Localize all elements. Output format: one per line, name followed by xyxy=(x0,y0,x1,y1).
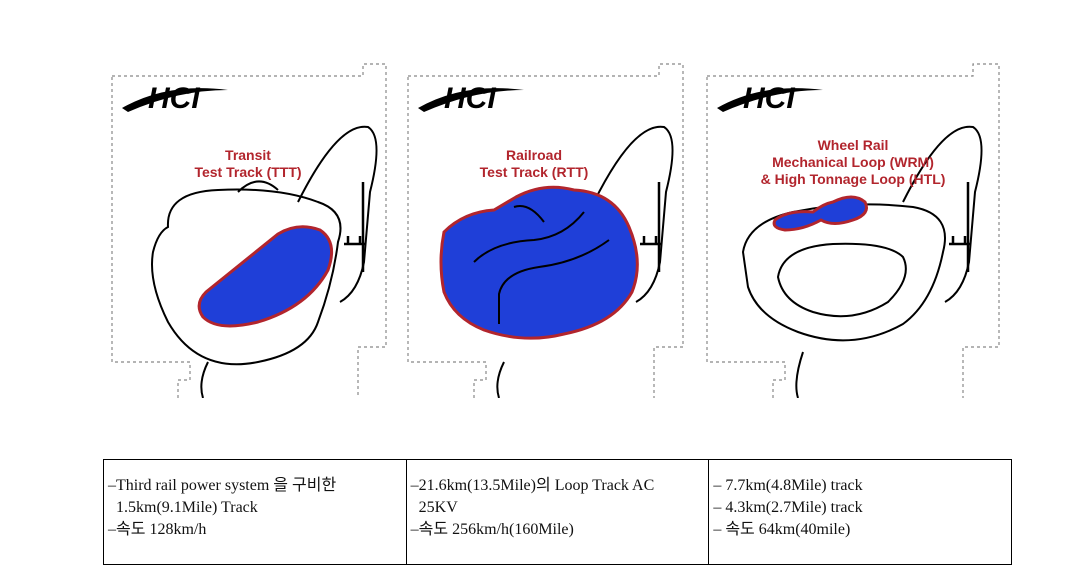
hci-logo-icon: HCI xyxy=(418,82,524,115)
track-diagram-wrm-htl: HCI Wheel Rail Mechanical Loop (WRM) & H… xyxy=(706,63,1000,398)
track-panel-rtt: HCI Railroad Test Track (RTT) xyxy=(404,62,687,398)
svg-text:Test Track (TTT): Test Track (TTT) xyxy=(194,164,301,180)
table-row: –Third rail power system 을 구비한 1.5km(9.1… xyxy=(103,459,1012,565)
svg-text:& High Tonnage Loop (HTL): & High Tonnage Loop (HTL) xyxy=(761,171,946,187)
track-info-table: –Third rail power system 을 구비한 1.5km(9.1… xyxy=(103,459,1012,565)
svg-text:HCI: HCI xyxy=(743,82,795,115)
hci-logo-icon: HCI xyxy=(122,82,228,115)
hci-logo-icon: HCI xyxy=(717,82,823,115)
svg-text:Railroad: Railroad xyxy=(506,147,562,163)
table-cell-wrm-htl: – 7.7km(4.8Mile) track – 4.3km(2.7Mile) … xyxy=(708,459,1012,565)
svg-text:Mechanical Loop (WRM): Mechanical Loop (WRM) xyxy=(772,154,934,170)
wrm-htl-label: Wheel Rail Mechanical Loop (WRM) & High … xyxy=(761,137,946,187)
svg-text:Test Track (RTT): Test Track (RTT) xyxy=(480,164,589,180)
cell-line: –21.6km(13.5Mile)의 Loop Track AC xyxy=(410,477,655,494)
cell-line: –속도 128km/h xyxy=(108,521,207,538)
ttt-track-area xyxy=(197,225,334,328)
rtt-track-area xyxy=(439,185,639,340)
cell-line: –Third rail power system 을 구비한 xyxy=(108,477,337,494)
table-cell-rtt: –21.6km(13.5Mile)의 Loop Track AC 25KV –속… xyxy=(405,459,710,565)
track-panel-ttt: HCI Transit Test Track (TTT) xyxy=(108,62,390,398)
svg-text:Transit: Transit xyxy=(225,147,271,163)
rtt-label: Railroad Test Track (RTT) xyxy=(480,147,589,180)
cell-line: 25KV xyxy=(418,499,458,516)
cell-line: 1.5km(9.1Mile) Track xyxy=(116,499,258,516)
cell-line: – 속도 64km(40mile) xyxy=(713,521,851,538)
track-diagram-rtt: HCI Railroad Test Track (RTT) xyxy=(407,63,684,398)
svg-text:HCI: HCI xyxy=(148,82,200,115)
track-diagram-ttt: HCI Transit Test Track (TTT) xyxy=(111,63,387,398)
track-panel-wrm-htl: HCI Wheel Rail Mechanical Loop (WRM) & H… xyxy=(703,62,1003,398)
wrm-htl-track-area xyxy=(772,195,868,232)
cell-line: – 7.7km(4.8Mile) track xyxy=(713,477,863,494)
cell-line: –속도 256km/h(160Mile) xyxy=(410,521,574,538)
svg-text:Wheel Rail: Wheel Rail xyxy=(818,137,889,153)
ttt-label: Transit Test Track (TTT) xyxy=(194,147,301,180)
svg-text:HCI: HCI xyxy=(444,82,496,115)
cell-line: – 4.3km(2.7Mile) track xyxy=(713,499,863,516)
table-cell-ttt: –Third rail power system 을 구비한 1.5km(9.1… xyxy=(103,459,407,565)
